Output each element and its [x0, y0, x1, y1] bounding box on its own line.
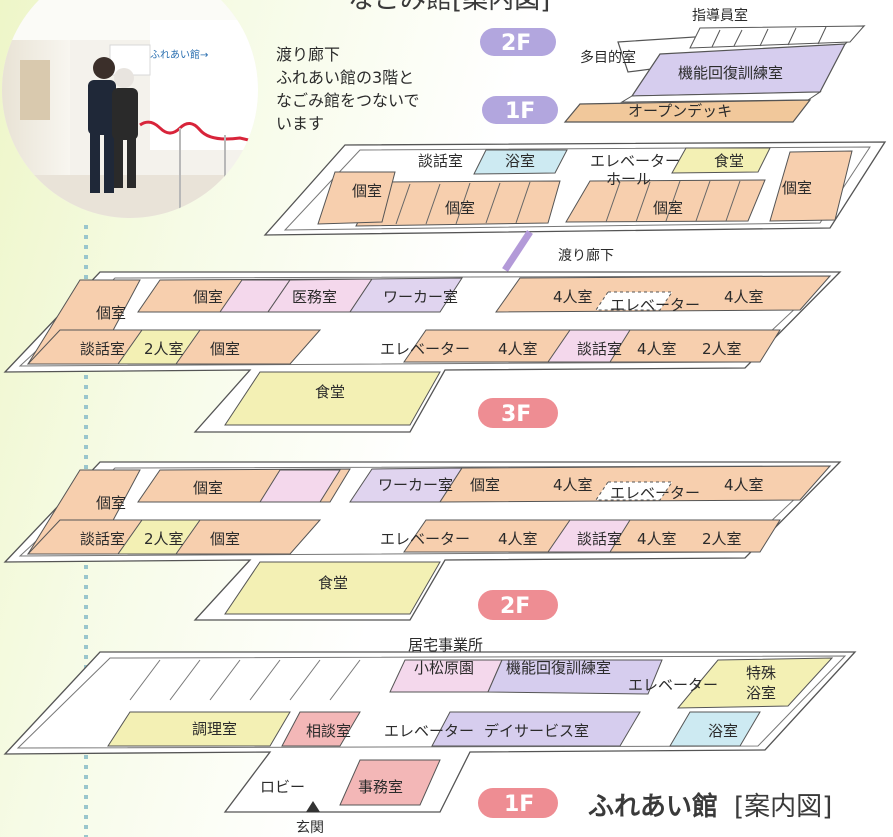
f1-room-entrance: 玄関: [296, 819, 324, 836]
caption-line-1: 渡り廊下: [276, 45, 340, 64]
photo-caption: 渡り廊下 ふれあい館の3階と なごみ館をつないで います: [276, 45, 420, 133]
f2-room-private-left: 個室: [96, 494, 126, 512]
f1-room-consult: 相談室: [306, 722, 351, 740]
f2-room-worker: ワーカー室: [378, 476, 453, 494]
badge-3f-text: 3F: [501, 402, 531, 427]
f3-room-elevator-bottom: エレベーター: [380, 340, 470, 358]
f3-room-private-left: 個室: [96, 304, 126, 322]
f1-room-lobby: ロビー: [260, 778, 305, 796]
f1-room-elevator-bottom: エレベーター: [384, 722, 474, 740]
caption-line-3: なごみ館をつないで: [276, 91, 420, 110]
u-room-bath: 浴室: [505, 152, 535, 170]
f1-room-home-office: 居宅事業所: [408, 636, 483, 654]
badge-nagomi-1f: [482, 96, 558, 124]
f3-room-four-right: 4人室: [637, 340, 677, 358]
room-instructor: 指導員室: [692, 7, 748, 24]
u-room-elevator-hall-2: ホール: [606, 170, 651, 188]
entrance-marker-icon: [306, 801, 320, 812]
nagomi-building: 指導員室 多目的室 機能回復訓練室 オープンデッキ 2F 1F: [480, 7, 866, 124]
walkway-photo: ふれあい館→: [2, 0, 258, 218]
f2-room-dining: 食堂: [318, 574, 348, 592]
f3-room-four-top-right: 4人室: [724, 288, 764, 306]
f2-room-elevator-top: エレベーター: [610, 484, 700, 502]
u-room-lounge: 談話室: [418, 152, 463, 170]
f2-room-two-left: 2人室: [144, 530, 184, 548]
u-room-private-center-left: 個室: [445, 199, 475, 217]
room-nagomi-rehab: 機能回復訓練室: [678, 64, 783, 82]
f3-room-four-bottom: 4人室: [498, 340, 538, 358]
badge-nagomi-1f-text: 1F: [505, 99, 535, 124]
badge-2f: [478, 590, 558, 620]
f3-room-dining: 食堂: [315, 383, 345, 401]
f3-room-lounge-right: 談話室: [577, 340, 622, 358]
fureai-title-sub: [案内図]: [734, 792, 832, 822]
caption-line-2: ふれあい館の3階と: [276, 68, 414, 87]
fureai-upper-wing: 談話室 浴室 エレベーター ホール 食堂 個室 個室 個室 個室: [263, 141, 887, 236]
walkway-connector: 渡り廊下: [502, 230, 614, 272]
u-room-private-center-right: 個室: [653, 199, 683, 217]
badge-nagomi-2f-text: 2F: [501, 31, 531, 56]
f1-room-day-service: デイサービス室: [484, 722, 589, 740]
f1-room-office: 事務室: [358, 778, 403, 796]
f2-room-two-right: 2人室: [702, 530, 742, 548]
badge-nagomi-2f: [480, 28, 556, 56]
f2-room-four-top-left: 4人室: [553, 476, 593, 494]
f1-room-kitchen: 調理室: [192, 720, 237, 738]
f1-room-bath: 浴室: [708, 722, 738, 740]
caption-line-4: います: [276, 114, 324, 133]
f3-room-four-top-left: 4人室: [553, 288, 593, 306]
f2-room-four-right: 4人室: [637, 530, 677, 548]
f1-room-special-bath-2: 浴室: [746, 684, 776, 702]
room-multipurpose: 多目的室: [580, 49, 636, 66]
u-room-elevator-hall-1: エレベーター: [590, 152, 680, 170]
f3-room-two-right: 2人室: [702, 340, 742, 358]
badge-1f: [478, 788, 558, 818]
u-room-dining: 食堂: [714, 152, 744, 170]
room-open-deck: オープンデッキ: [628, 102, 732, 120]
f2-room-private-worker: 個室: [470, 476, 500, 494]
u-room-private-left: 個室: [352, 182, 382, 200]
badge-1f-text: 1F: [504, 792, 534, 817]
fureai-title: ふれあい館 [案内図]: [588, 791, 832, 822]
f1-room-special-bath-1: 特殊: [746, 664, 776, 682]
f1-room-elevator-top: エレベーター: [628, 676, 718, 694]
badge-3f: [478, 398, 558, 428]
floor-3f-plan: 個室 医務室 ワーカー室 4人室 エレベーター 4人室 個室 談話室 2人室 個…: [3, 271, 842, 433]
f2-room-lounge-right: 談話室: [577, 530, 622, 548]
f2-room-private-bottom: 個室: [210, 530, 240, 548]
nagomi-title: なごみ館[案内図]: [348, 0, 550, 15]
walkway-label: 渡り廊下: [558, 247, 614, 264]
floor-1f-plan: 居宅事業所 小松原園 機能回復訓練室 エレベーター 特殊 浴室 調理室 相談室 …: [3, 636, 857, 836]
f1-room-rehab: 機能回復訓練室: [506, 659, 611, 677]
fureai-title-main: ふれあい館: [588, 791, 718, 822]
photo-sign: ふれあい館→: [150, 48, 208, 61]
f3-room-worker: ワーカー室: [383, 288, 458, 306]
f3-room-private-bottom: 個室: [210, 340, 240, 358]
f2-room-four-bottom: 4人室: [498, 530, 538, 548]
floor-2f-plan: 個室 ワーカー室 個室 4人室 エレベーター 4人室 個室 談話室 2人室 個室…: [3, 461, 842, 621]
f2-room-elevator-bottom: エレベーター: [380, 530, 470, 548]
f3-room-lounge-left: 談話室: [80, 340, 125, 358]
f3-room-elevator-top: エレベーター: [610, 296, 700, 314]
f2-room-four-top-right: 4人室: [724, 476, 764, 494]
f3-room-two-left: 2人室: [144, 340, 184, 358]
f2-room-private-top: 個室: [193, 479, 223, 497]
badge-2f-text: 2F: [500, 594, 530, 619]
f3-room-medical: 医務室: [292, 288, 337, 306]
u-room-private-right: 個室: [782, 179, 812, 197]
f3-room-private-top: 個室: [193, 288, 223, 306]
f2-room-lounge-left: 談話室: [80, 530, 125, 548]
f1-room-komatsubara: 小松原園: [414, 659, 474, 677]
